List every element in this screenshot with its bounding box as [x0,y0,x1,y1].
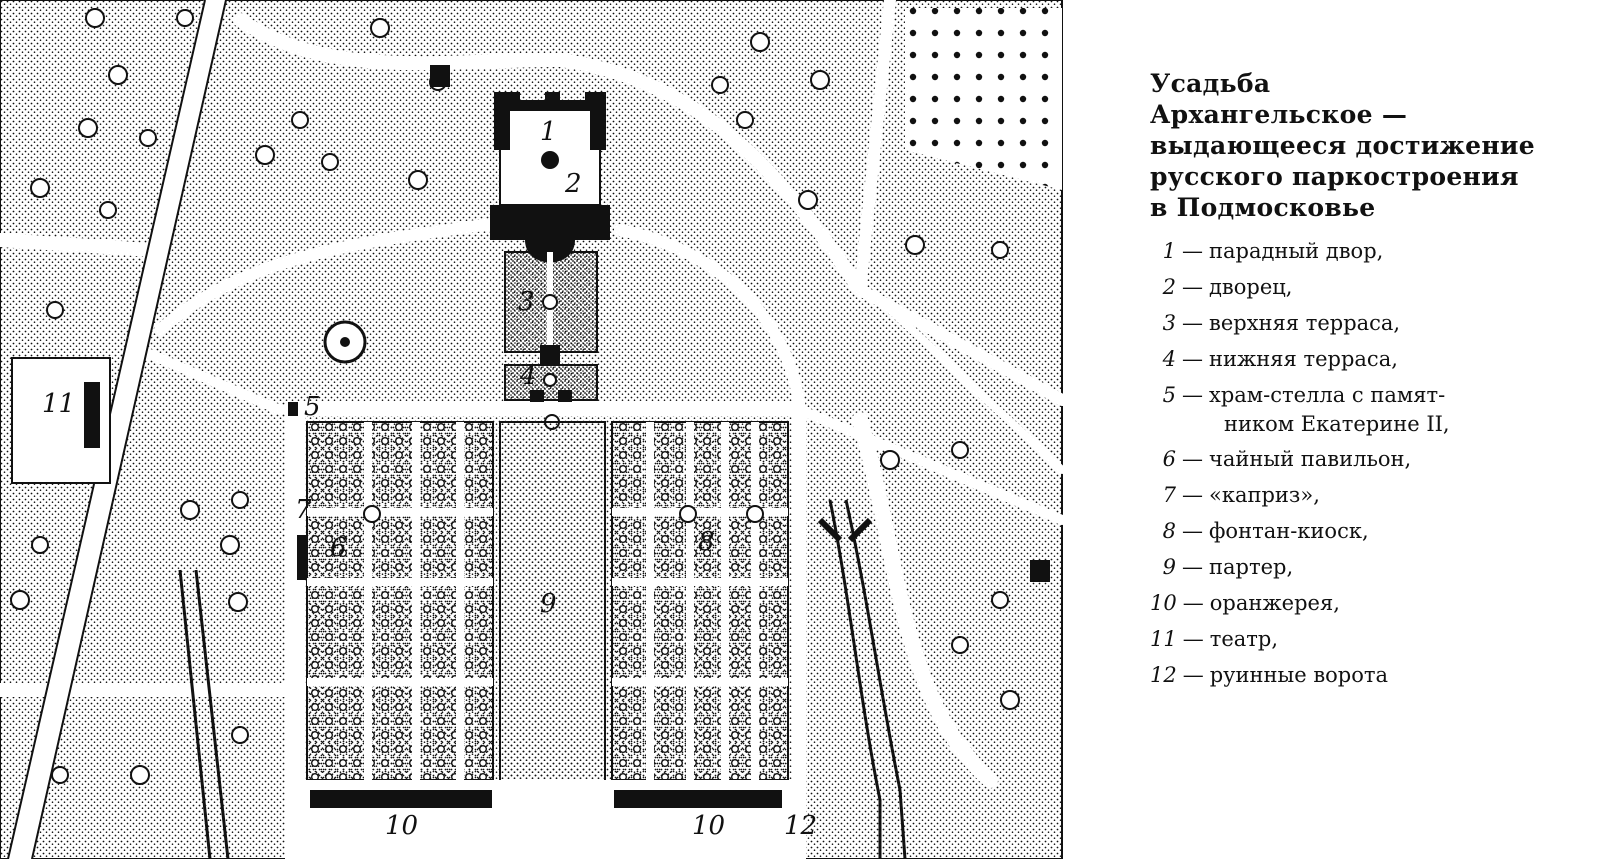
legend-item-text: руинные ворота [1209,663,1389,687]
legend-item: 1—парадный двор, [1150,233,1590,269]
map-label-11: 11 [42,389,75,419]
legend-title-line: Архангельское — [1150,100,1408,129]
map-label-10b: 10 [692,811,725,841]
legend-item-text: «каприз», [1209,483,1320,507]
legend-item-text: дворец, [1209,275,1293,299]
legend-item-number: 9 [1162,555,1176,579]
legend-item: 12—руинные ворота [1150,657,1590,693]
legend-item: 4—нижняя терраса, [1150,341,1590,377]
legend: Усадьба Архангельское — выдающееся дости… [1150,68,1590,693]
estate-plan-map: 1 2 3 4 5 6 7 8 9 10 10 11 12 [0,0,1063,859]
theatre [84,382,100,448]
legend-item: 10—оранжерея, [1150,585,1590,621]
legend-item-continuation: ником Екатерине II, [1224,412,1450,436]
ruin-gates [817,517,873,543]
parterre [499,421,606,783]
temple-stele [288,402,298,416]
legend-item: 11—театр, [1150,621,1590,657]
map-label-9: 9 [540,589,557,619]
legend-item-text: оранжерея, [1209,591,1340,615]
legend-item-number: 4 [1162,347,1176,371]
map-label-10a: 10 [385,811,418,841]
legend-item: 9—партер, [1150,549,1590,585]
legend-title-line: в Подмосковье [1150,193,1376,222]
legend-item-number: 12 [1150,663,1177,687]
legend-item-number: 11 [1150,627,1177,651]
legend-item-number: 8 [1162,519,1176,543]
map-label-8: 8 [698,527,715,557]
legend-item-number: 1 [1162,239,1176,263]
legend-title-line: Усадьба [1150,69,1271,98]
legend-item-text: фонтан-киоск, [1209,519,1369,543]
map-label-1: 1 [540,117,557,147]
legend-item-text: партер, [1209,555,1294,579]
courtyard-monument [541,151,559,169]
legend-item: 2—дворец, [1150,269,1590,305]
map-border [0,0,1063,859]
legend-item-text: храм-стелла с памят- [1209,383,1446,407]
fountain-kiosk [679,505,697,523]
map-label-2: 2 [564,169,582,199]
map-label-12: 12 [784,811,817,841]
legend-item-number: 6 [1162,447,1176,471]
palace-wings [494,92,606,150]
legend-item-text: чайный павильон, [1209,447,1412,471]
legend-item-number: 10 [1150,591,1177,615]
legend-item: 8—фонтан-киоск, [1150,513,1590,549]
legend-item-text: театр, [1209,627,1279,651]
map-label-4: 4 [519,361,537,391]
map-label-5: 5 [304,392,321,422]
legend-item-number: 7 [1162,483,1176,507]
legend-item-text: парадный двор, [1209,239,1384,263]
legend-item-text: нижняя терраса, [1209,347,1398,371]
bosquets-left [306,421,494,781]
orangery-left [310,790,492,808]
tea-pavilion [297,535,307,580]
map-label-3: 3 [518,287,535,317]
legend-item-number: 5 [1162,383,1176,407]
legend-title-line: русского паркостроения [1150,162,1519,191]
map-label-7: 7 [295,495,312,525]
legend-item-number: 2 [1162,275,1176,299]
legend-title-line: выдающееся достижение [1150,131,1535,160]
legend-item-text: верхняя терраса, [1209,311,1401,335]
map-label-6: 6 [330,533,347,563]
bosquets-right [611,421,789,781]
orangery-right [614,790,782,808]
legend-item: 3—верхняя терраса, [1150,305,1590,341]
legend-title: Усадьба Архангельское — выдающееся дости… [1150,68,1590,223]
roads [0,0,1062,859]
cross-alley [285,402,805,416]
legend-item-number: 3 [1162,311,1176,335]
tree-clumps [10,8,1020,785]
legend-item: 6—чайный павильон, [1150,441,1590,477]
palace-main [490,205,610,263]
legend-item: 7—«каприз», [1150,477,1590,513]
legend-items: 1—парадный двор, 2—дворец, 3—верхняя тер… [1150,233,1590,693]
legend-item: 5—храм-стелла с памят- [1150,377,1590,413]
